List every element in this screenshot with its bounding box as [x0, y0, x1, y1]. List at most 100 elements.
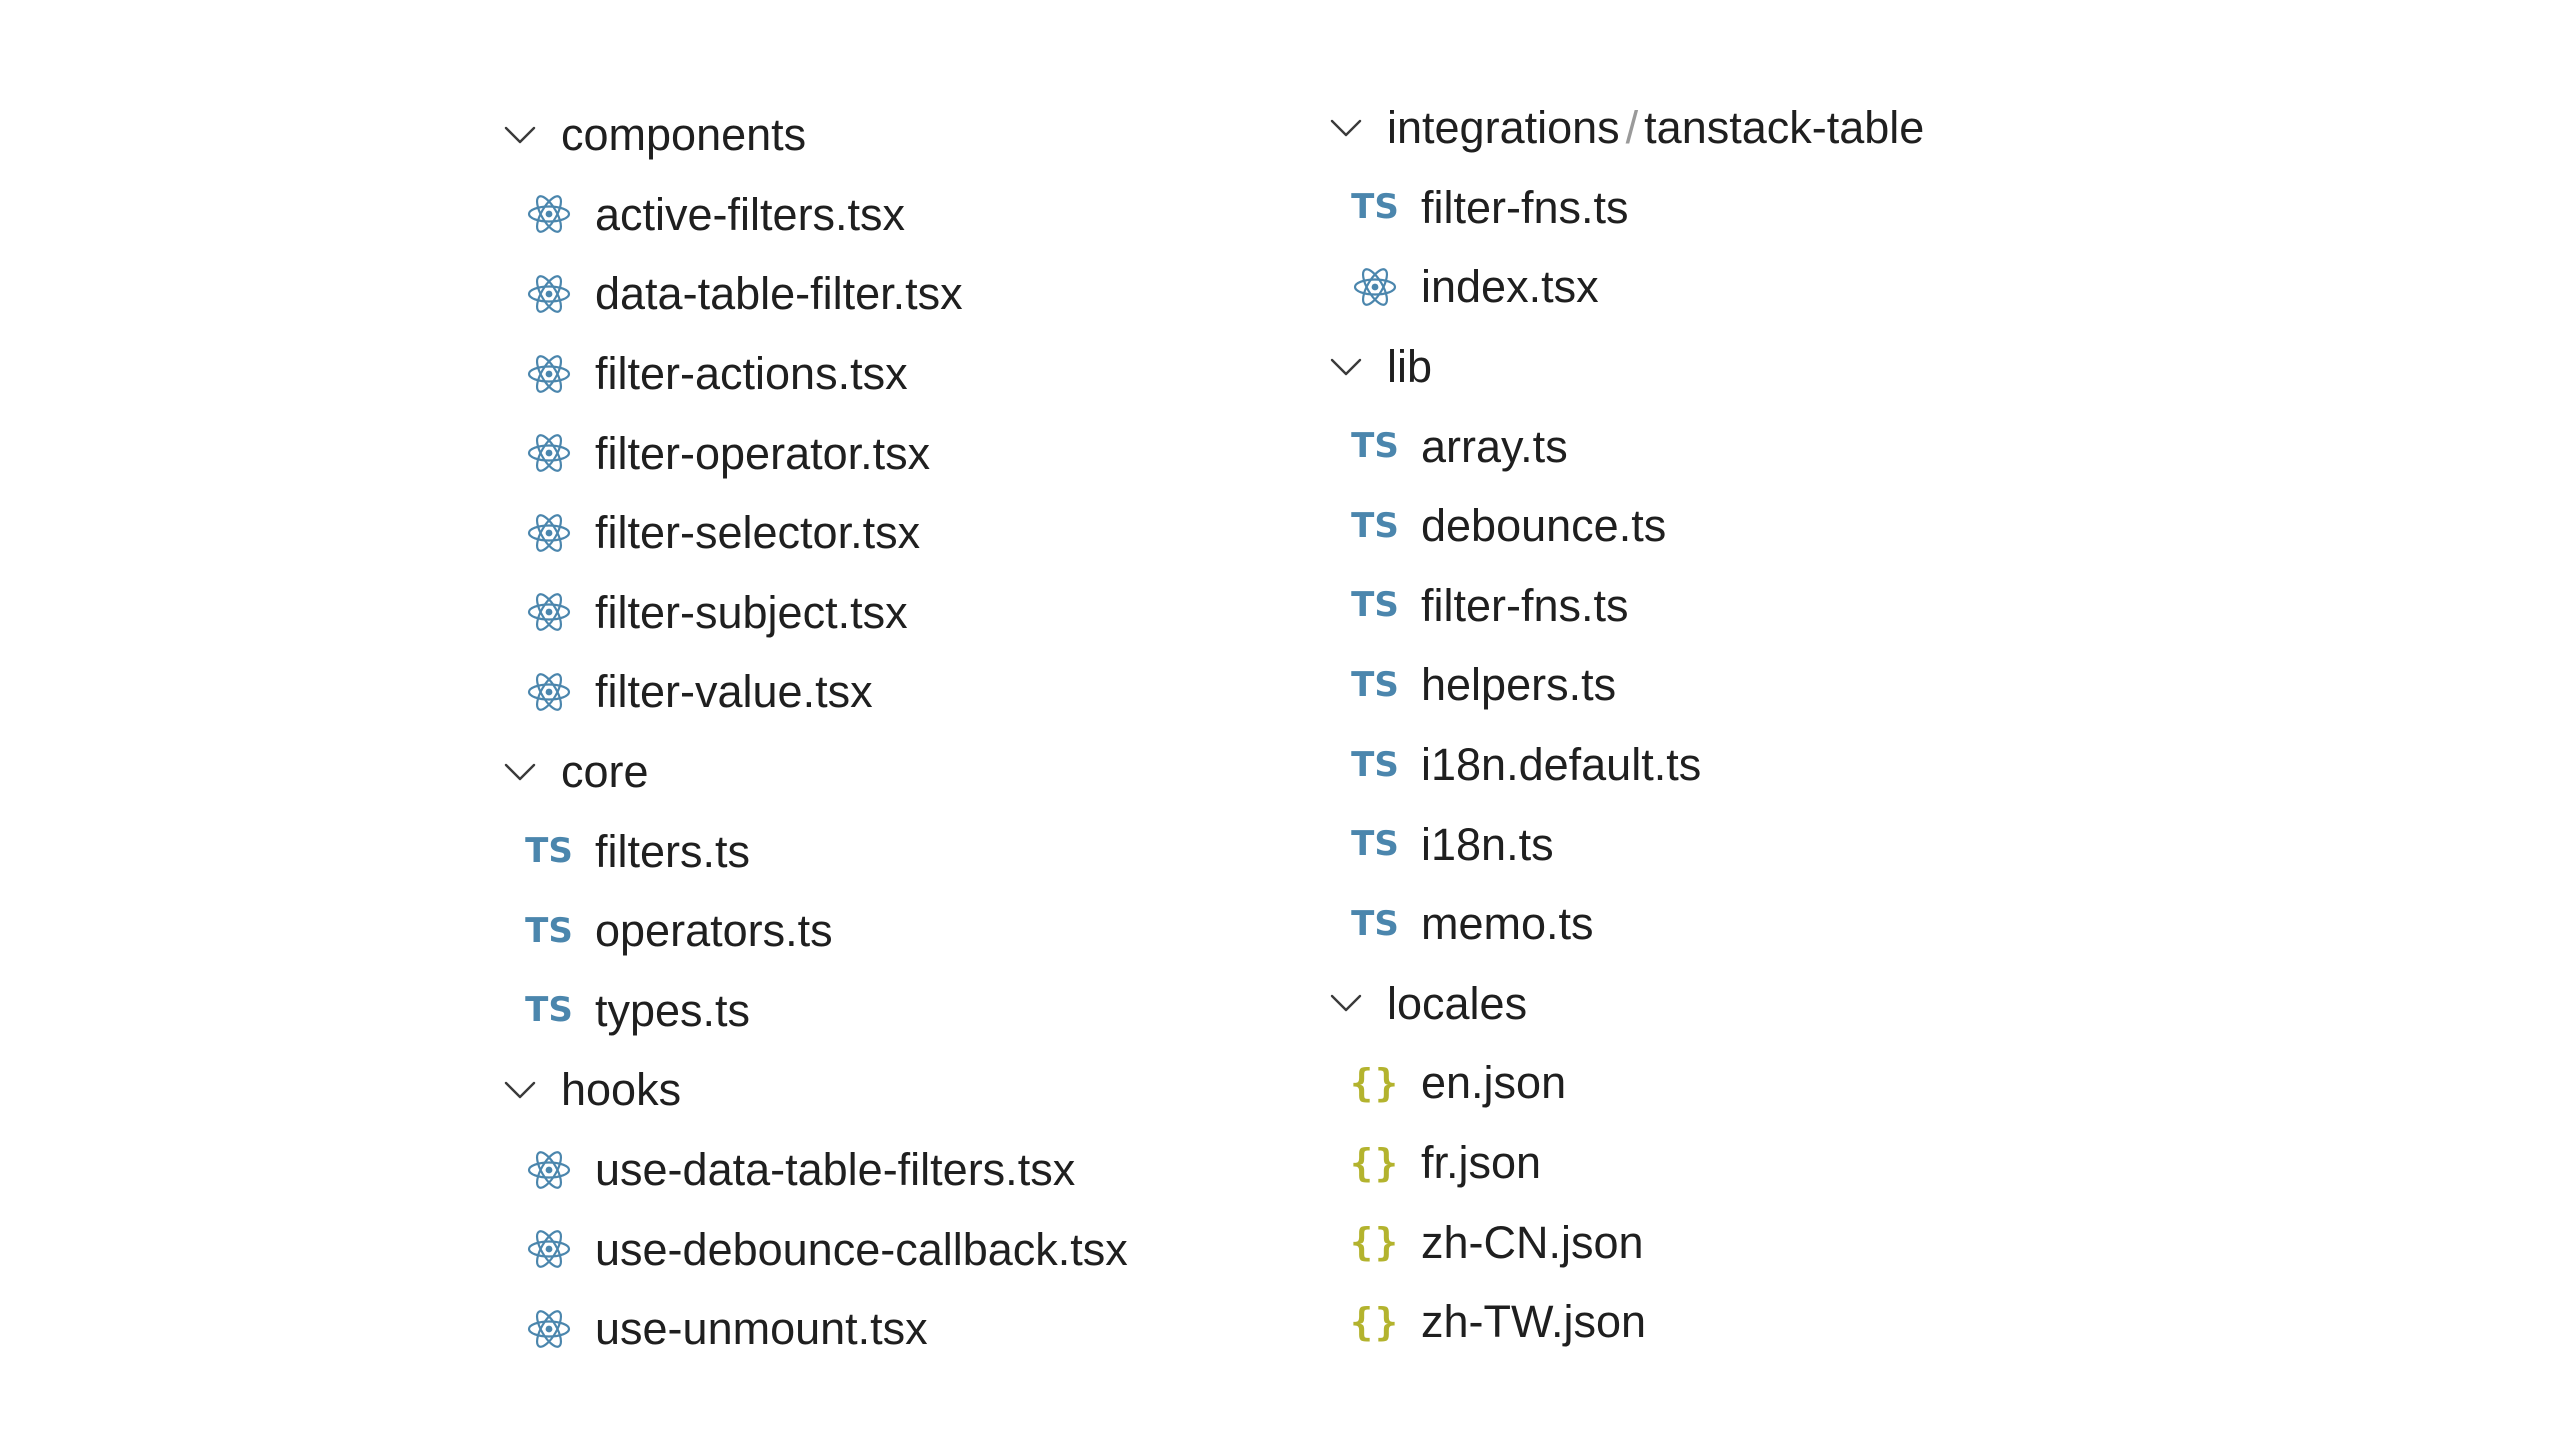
chevron-down-icon[interactable]	[1326, 347, 1366, 387]
file-name: operators.ts	[595, 905, 833, 957]
file-name: fr.json	[1421, 1137, 1542, 1189]
file-row[interactable]: TS filters.ts	[500, 811, 1128, 891]
ts-icon: TS	[1351, 187, 1399, 228]
file-name: filter-operator.tsx	[595, 427, 931, 479]
folder-row[interactable]: lib	[1326, 327, 1924, 407]
folder-name: hooks	[561, 1064, 682, 1116]
ts-icon: TS	[1351, 664, 1399, 705]
file-name: i18n.default.ts	[1421, 739, 1702, 791]
file-row[interactable]: {} fr.json	[1326, 1123, 1924, 1203]
chevron-down-icon[interactable]	[500, 1070, 540, 1110]
file-name: filter-subject.tsx	[595, 586, 908, 638]
file-name: types.ts	[595, 984, 751, 1036]
folder-row[interactable]: locales	[1326, 964, 1924, 1044]
file-row[interactable]: {} zh-TW.json	[1326, 1282, 1924, 1362]
file-name: zh-CN.json	[1421, 1216, 1644, 1268]
file-row[interactable]: TS types.ts	[500, 971, 1128, 1051]
file-row[interactable]: TS array.ts	[1326, 406, 1924, 486]
ts-icon: TS	[525, 910, 573, 951]
folder-name: lib	[1387, 341, 1433, 393]
file-row[interactable]: filter-value.tsx	[500, 652, 1128, 732]
react-icon	[525, 190, 573, 238]
folder-name: integrations	[1387, 102, 1620, 154]
react-icon	[525, 509, 573, 557]
file-name: helpers.ts	[1421, 659, 1617, 711]
file-name: filter-fns.ts	[1421, 181, 1629, 233]
file-row[interactable]: index.tsx	[1326, 247, 1924, 327]
file-name: index.tsx	[1421, 261, 1599, 313]
react-icon	[1351, 263, 1399, 311]
folder-name: locales	[1387, 977, 1528, 1029]
ts-icon: TS	[1351, 505, 1399, 546]
file-row[interactable]: filter-selector.tsx	[500, 493, 1128, 573]
chevron-down-icon[interactable]	[500, 752, 540, 792]
chevron-down-icon[interactable]	[1326, 983, 1366, 1023]
file-row[interactable]: use-debounce-callback.tsx	[500, 1209, 1128, 1289]
file-row[interactable]: TS i18n.default.ts	[1326, 725, 1924, 805]
folder-name: tanstack-table	[1644, 102, 1925, 154]
ts-icon: TS	[525, 990, 573, 1031]
react-icon	[525, 588, 573, 636]
file-name: zh-TW.json	[1421, 1296, 1647, 1348]
file-row[interactable]: use-data-table-filters.tsx	[500, 1130, 1128, 1210]
file-name: filter-actions.tsx	[595, 348, 908, 400]
file-row[interactable]: {} en.json	[1326, 1043, 1924, 1123]
file-name: filters.ts	[595, 825, 751, 877]
ts-icon: TS	[1351, 744, 1399, 785]
folder-row[interactable]: integrations/tanstack-table	[1326, 88, 1924, 168]
file-row[interactable]: filter-subject.tsx	[500, 573, 1128, 653]
file-row[interactable]: active-filters.tsx	[500, 175, 1128, 255]
file-name: data-table-filter.tsx	[595, 268, 963, 320]
react-icon	[525, 270, 573, 318]
react-icon	[525, 1305, 573, 1353]
json-icon: {}	[1350, 1060, 1400, 1105]
file-name: use-data-table-filters.tsx	[595, 1144, 1076, 1196]
json-icon: {}	[1350, 1299, 1400, 1344]
file-name: filter-selector.tsx	[595, 507, 921, 559]
ts-icon: TS	[1351, 585, 1399, 626]
folder-row[interactable]: components	[500, 95, 1128, 175]
folder-row[interactable]: hooks	[500, 1050, 1128, 1130]
file-row[interactable]: filter-actions.tsx	[500, 334, 1128, 414]
file-row[interactable]: TS operators.ts	[500, 891, 1128, 971]
folder-name: core	[561, 746, 649, 798]
file-name: filter-value.tsx	[595, 666, 873, 718]
react-icon	[525, 429, 573, 477]
ts-icon: TS	[525, 831, 573, 872]
chevron-down-icon[interactable]	[500, 115, 540, 155]
file-name: use-unmount.tsx	[595, 1303, 928, 1355]
file-name: filter-fns.ts	[1421, 579, 1629, 631]
file-row[interactable]: TS filter-fns.ts	[1326, 168, 1924, 248]
file-row[interactable]: use-unmount.tsx	[500, 1289, 1128, 1369]
file-row[interactable]: TS filter-fns.ts	[1326, 566, 1924, 646]
ts-icon: TS	[1351, 426, 1399, 467]
folder-name: components	[561, 109, 807, 161]
file-name: array.ts	[1421, 420, 1568, 472]
file-name: i18n.ts	[1421, 818, 1554, 870]
file-row[interactable]: TS i18n.ts	[1326, 804, 1924, 884]
file-name: memo.ts	[1421, 898, 1594, 950]
react-icon	[525, 350, 573, 398]
file-row[interactable]: TS memo.ts	[1326, 884, 1924, 964]
react-icon	[525, 668, 573, 716]
json-icon: {}	[1350, 1140, 1400, 1185]
ts-icon: TS	[1351, 903, 1399, 944]
ts-icon: TS	[1351, 824, 1399, 865]
file-name: en.json	[1421, 1057, 1567, 1109]
file-name: active-filters.tsx	[595, 188, 906, 240]
file-row[interactable]: {} zh-CN.json	[1326, 1202, 1924, 1282]
file-name: debounce.ts	[1421, 500, 1667, 552]
react-icon	[525, 1225, 573, 1273]
file-row[interactable]: TS debounce.ts	[1326, 486, 1924, 566]
folder-row[interactable]: core	[500, 732, 1128, 812]
path-separator: /	[1625, 102, 1639, 154]
file-name: use-debounce-callback.tsx	[595, 1223, 1128, 1275]
file-row[interactable]: data-table-filter.tsx	[500, 254, 1128, 334]
react-icon	[525, 1146, 573, 1194]
file-row[interactable]: filter-operator.tsx	[500, 413, 1128, 493]
json-icon: {}	[1350, 1220, 1400, 1265]
chevron-down-icon[interactable]	[1326, 108, 1366, 148]
file-row[interactable]: TS helpers.ts	[1326, 645, 1924, 725]
file-tree-left: components active-filters.tsx data-table…	[500, 95, 1128, 1369]
